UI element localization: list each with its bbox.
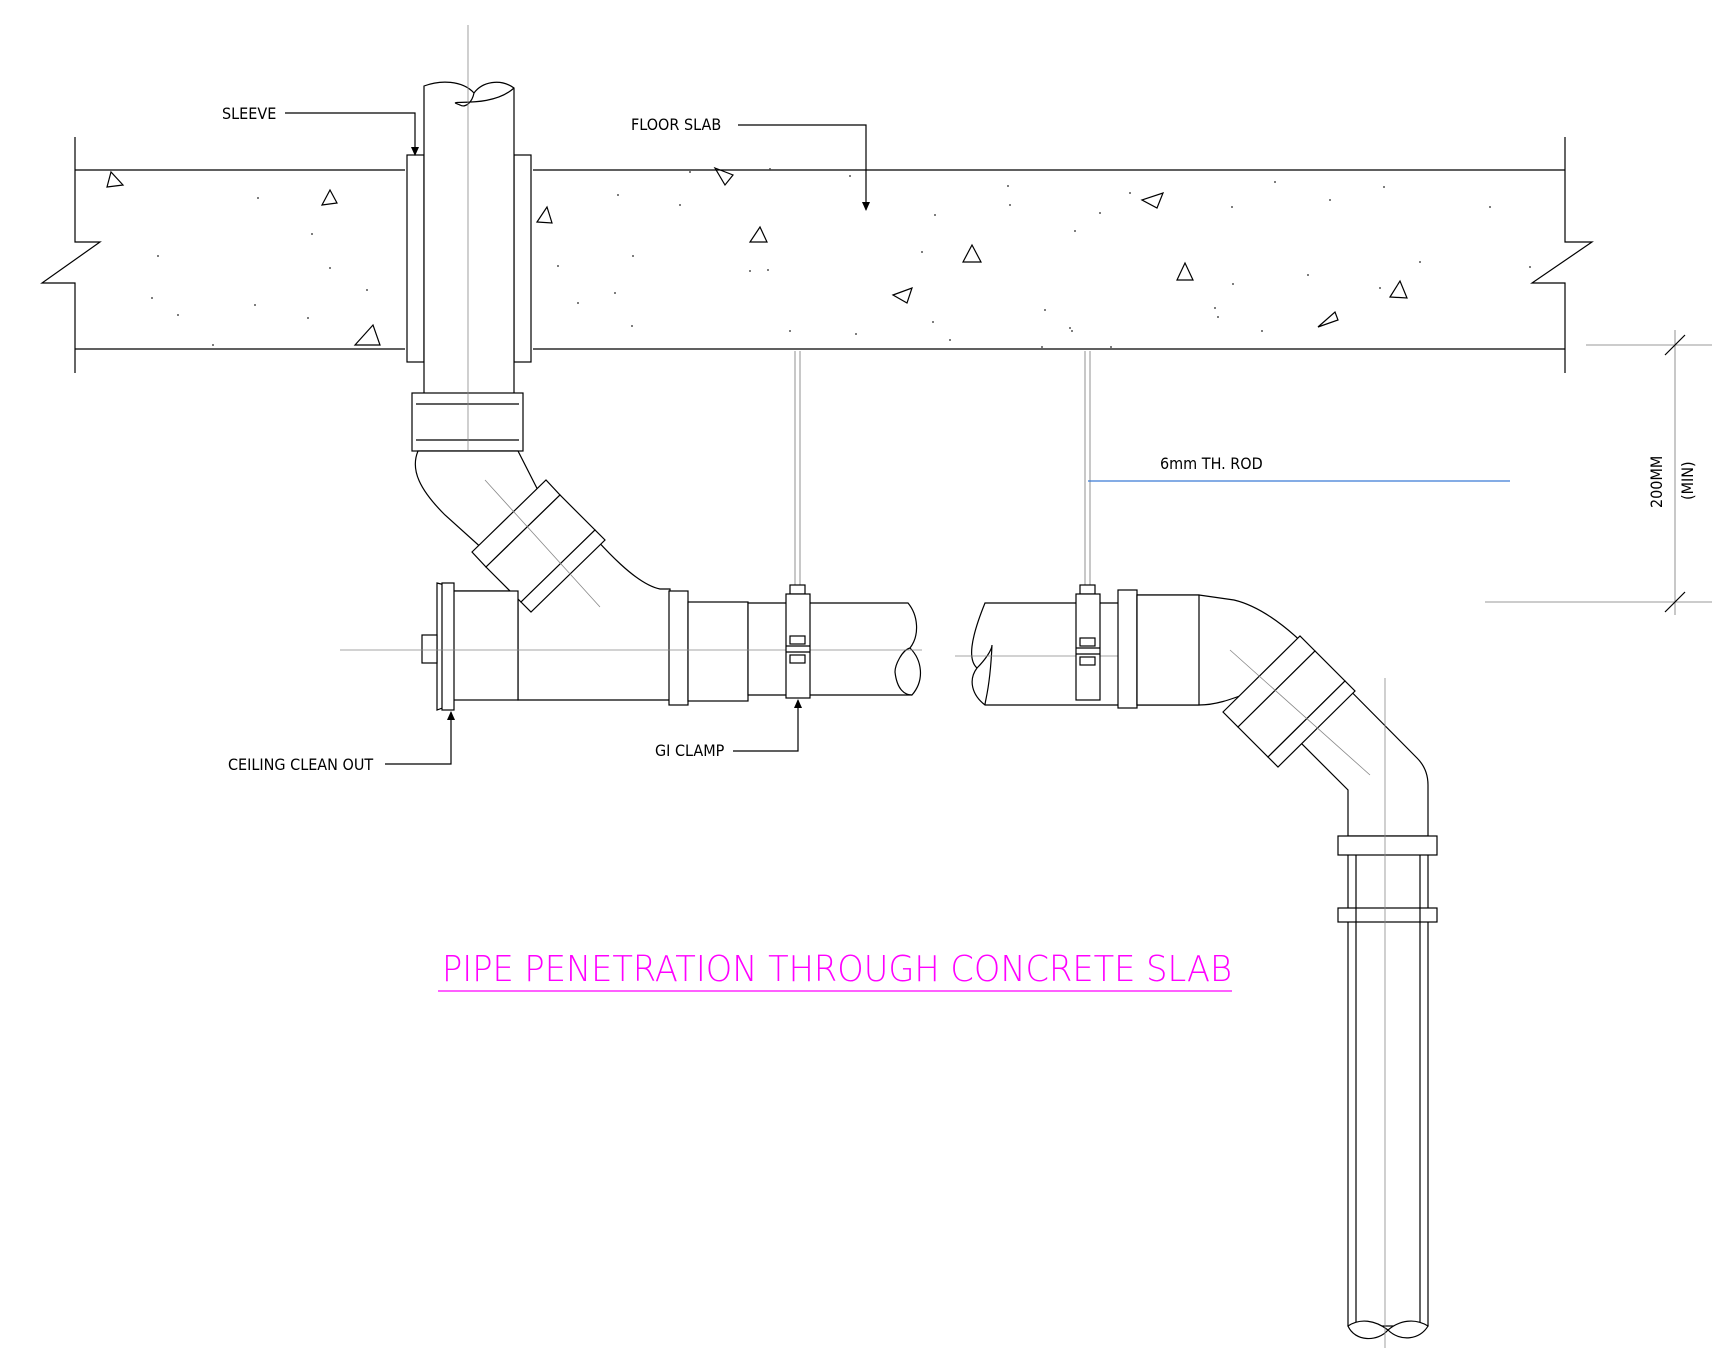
title-text: PIPE PENETRATION THROUGH CONCRETE SLAB — [442, 949, 1232, 990]
vertical-drop-pipe — [1337, 678, 1438, 1348]
drawing-title: PIPE PENETRATION THROUGH CONCRETE SLAB — [438, 949, 1232, 992]
sleeve-label: SLEEVE — [222, 104, 276, 123]
wye-fitting — [414, 450, 749, 706]
dimension-note-label: (MIN) — [1678, 461, 1697, 500]
ceiling-clean-out — [421, 582, 455, 711]
dimension-200mm — [1485, 330, 1712, 615]
dimension-label: 200MM — [1647, 456, 1666, 508]
concrete-aggregate — [106, 166, 1408, 346]
gi-clamp-right — [1075, 351, 1101, 701]
sleeve — [406, 154, 532, 363]
concrete-speckle — [151, 168, 1531, 348]
sleeve-leader — [285, 112, 419, 156]
floor-slab-leader — [738, 124, 870, 211]
callout-labels: SLEEVE FLOOR SLAB 6mm TH. ROD CEILING CL… — [222, 104, 1697, 774]
left-break-line — [40, 137, 102, 373]
floor-slab — [40, 137, 1594, 373]
elbow-fitting — [1136, 594, 1429, 839]
gi-clamp-left — [785, 351, 811, 699]
right-break-line — [1530, 137, 1594, 373]
floor-slab-label: FLOOR SLAB — [631, 115, 721, 134]
clean-out-label: CEILING CLEAN OUT — [228, 755, 373, 774]
leader-lines — [285, 112, 1510, 765]
clamp-leader — [733, 699, 802, 752]
clamp-label: GI CLAMP — [655, 741, 725, 760]
right-horizontal-pipe — [955, 351, 1215, 709]
rod-label: 6mm TH. ROD — [1160, 454, 1263, 473]
vertical-riser-pipe — [411, 25, 524, 452]
clean-out-leader — [385, 711, 455, 765]
left-horizontal-pipe — [340, 351, 922, 699]
